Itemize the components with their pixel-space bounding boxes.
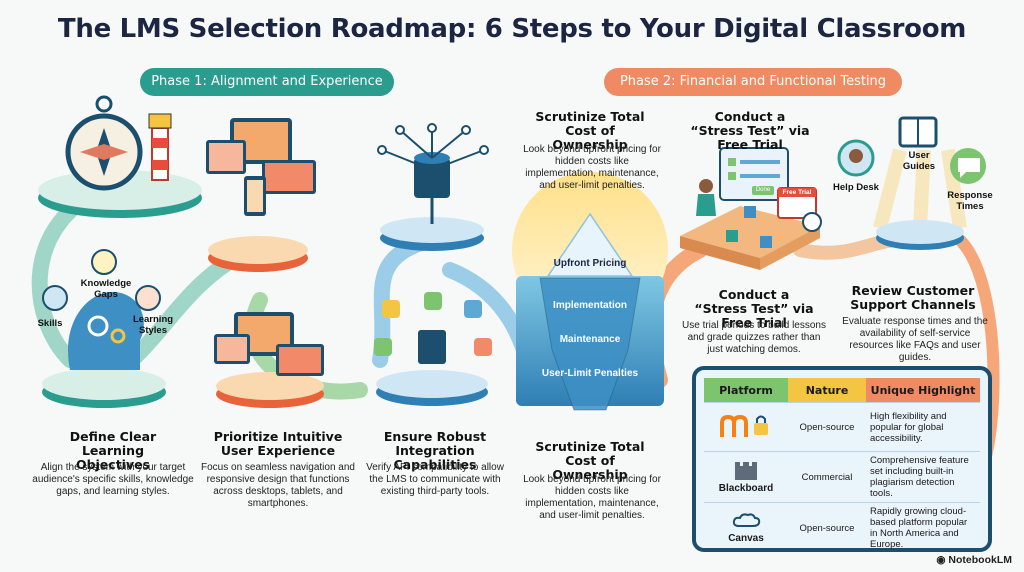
nature-cell: Open-source <box>788 402 866 452</box>
ux-heading: Prioritize Intuitive User Experience <box>213 429 343 458</box>
ux-description: Focus on seamless navigation and respons… <box>201 462 355 509</box>
database-hub-top <box>377 123 489 251</box>
support-platform <box>837 116 986 250</box>
devices-platform-top <box>206 118 316 272</box>
help-desk-label: Help Desk <box>833 182 879 193</box>
table-row: Blackboard Commercial Comprehensive feat… <box>704 451 980 503</box>
phase-1-pill: Phase 1: Alignment and Experience <box>140 68 394 96</box>
tco-description-top: Look beyond upfront pricing for hidden c… <box>523 144 661 191</box>
table-row: Canvas Open-source Rapidly growing cloud… <box>704 502 980 553</box>
highlight-cell: Rapidly growing cloud-based platform pop… <box>866 502 980 553</box>
table-header-highlight: Unique Highlight <box>866 378 980 403</box>
table-header-platform: Platform <box>704 378 788 403</box>
objectives-description: Align the system with your target audien… <box>32 462 194 497</box>
free-trial-badge: Free Trial <box>782 189 812 196</box>
compass-platform <box>38 95 202 218</box>
support-description: Evaluate response times and the availabi… <box>842 316 988 363</box>
highlight-cell: High flexibility and popular for global … <box>866 402 980 452</box>
phase-2-pill: Phase 2: Financial and Functional Testin… <box>604 68 902 96</box>
page-title: The LMS Selection Roadmap: 6 Steps to Yo… <box>57 14 967 44</box>
tco-heading-bottom: Scrutinize Total Cost of Ownership <box>535 439 645 482</box>
notebooklm-footer: ◉ NotebookLM <box>936 554 1012 566</box>
highlight-cell: Comprehensive feature set including buil… <box>866 451 980 503</box>
nature-cell: Commercial <box>788 451 866 503</box>
platform-comparison-table: Platform Nature Unique Highlight Open-so… <box>704 378 980 553</box>
moodle-logo-icon <box>704 402 788 452</box>
footer-text: NotebookLM <box>948 554 1012 566</box>
devices-platform-bottom <box>214 312 324 408</box>
knowledge-gaps-label: Knowledge Gaps <box>80 278 132 300</box>
trial-screen-button: Done <box>755 187 771 193</box>
integration-description: Verify API compatibility to allow the LM… <box>366 462 504 497</box>
tco-description-bottom: Look beyond upfront pricing for hidden c… <box>523 474 661 521</box>
iceberg-upfront-pricing: Upfront Pricing <box>553 258 627 269</box>
skills-label: Skills <box>37 318 63 329</box>
blackboard-name: Blackboard <box>718 483 774 494</box>
canvas-logo-icon: Canvas <box>704 502 788 553</box>
table-header-nature: Nature <box>788 378 866 403</box>
stress-heading-top: Conduct a “Stress Test” via Free Trial <box>690 109 810 152</box>
learning-styles-label: Learning Styles <box>132 314 174 336</box>
stress-test-scene <box>680 147 822 270</box>
notebooklm-logo-icon: ◉ <box>936 554 946 566</box>
objectives-heading: Define Clear Learning Objectives <box>69 429 157 472</box>
iceberg-maintenance: Maintenance <box>559 334 621 345</box>
blackboard-logo-icon: Blackboard <box>704 451 788 503</box>
stress-description: Use trial periods to build lessons and g… <box>682 320 826 355</box>
tco-heading-top: Scrutinize Total Cost of Ownership <box>535 109 645 152</box>
support-heading: Review Customer Support Channels <box>850 283 976 312</box>
iceberg-user-limit-penalties: User-Limit Penalties <box>541 368 639 379</box>
integration-heading: Ensure Robust Integration Capabilities <box>383 429 487 472</box>
response-times-label: Response Times <box>947 190 993 212</box>
stress-heading-bottom: Conduct a “Stress Test” via Free Trial <box>694 287 814 330</box>
learner-head-icon <box>42 249 166 408</box>
database-hub-bottom <box>374 292 492 406</box>
iceberg-cost-illustration <box>512 172 668 411</box>
canvas-name: Canvas <box>728 533 764 544</box>
iceberg-implementation: Implementation <box>553 300 627 311</box>
table-row: Open-source High flexibility and popular… <box>704 402 980 452</box>
nature-cell: Open-source <box>788 502 866 553</box>
user-guides-label: User Guides <box>902 150 936 172</box>
